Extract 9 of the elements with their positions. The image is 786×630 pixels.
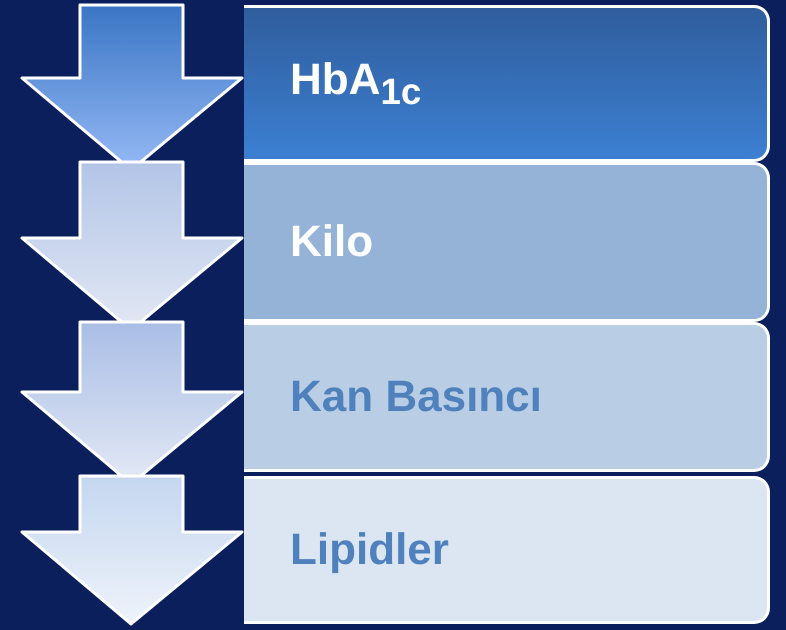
list-box [244, 5, 770, 162]
box-label: Kilo [290, 217, 374, 267]
box-label: HbA$_{1c}$ [290, 54, 422, 112]
box-label: Kan Basıncı [290, 372, 542, 422]
list-box [244, 322, 770, 472]
list-box [244, 162, 770, 322]
block-arrow [20, 474, 244, 626]
box-label: Lipidler [290, 525, 449, 575]
list-box [244, 476, 770, 624]
